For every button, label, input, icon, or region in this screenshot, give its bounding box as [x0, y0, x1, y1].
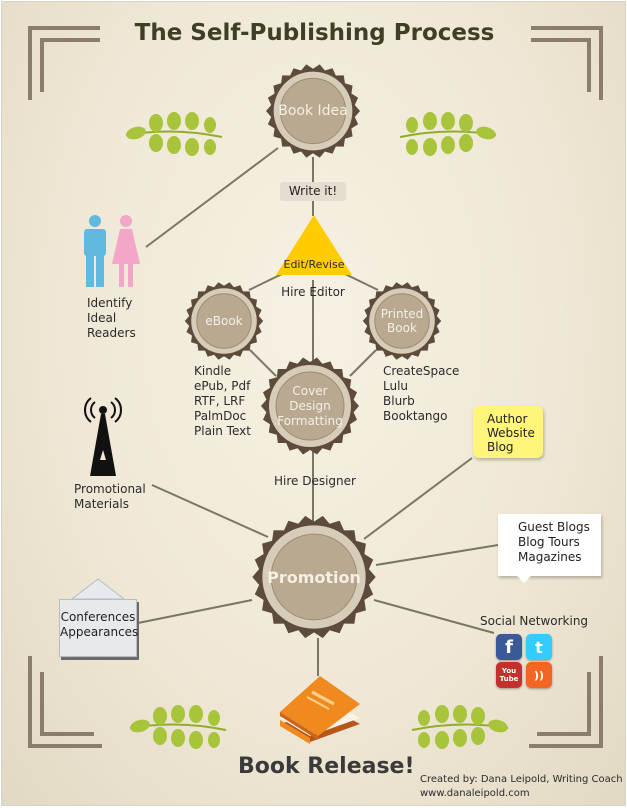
connector-ebook-cover: [249, 349, 277, 377]
node-book-idea-label: Book Idea: [278, 103, 348, 119]
corner-bracket-bottom-right: [529, 656, 603, 748]
broadcast-tower-icon: [84, 397, 122, 476]
credit-line: Created by: Dana Leipold, Writing Coach: [420, 774, 623, 785]
youtube-icon: You Tube: [496, 662, 522, 688]
leaf-sprig-top-left: [125, 112, 223, 156]
leaf-sprig-top-right: [399, 112, 497, 156]
corner-bracket-top-left: [28, 26, 100, 100]
connector-edit-printed: [342, 272, 379, 291]
hire-editor-label: Hire Editor: [281, 285, 345, 299]
book-release-title: Book Release!: [238, 754, 415, 779]
author-website-note: Author Website Blog: [473, 406, 543, 458]
badge-ebook: [184, 282, 264, 360]
rss-icon: )): [526, 662, 552, 688]
badge-book-idea: [266, 64, 360, 158]
guest-blogs-bubble-tail: [516, 575, 532, 583]
badge-cover-design: [261, 357, 359, 455]
book-icon: [280, 676, 360, 744]
badge-promotion: [252, 515, 376, 639]
corner-bracket-top-right: [531, 26, 603, 100]
page-title: The Self-Publishing Process: [134, 20, 495, 46]
conferences-sign-roof: [70, 578, 126, 600]
male-reader-icon: [84, 215, 106, 287]
node-printed-book-label: Printed Book: [380, 307, 424, 335]
ebook-formats-list: Kindle ePub, Pdf RTF, LRF PalmDoc Plain …: [194, 364, 251, 438]
connector-idea-readers: [145, 147, 279, 248]
corner-bracket-bottom-left: [28, 656, 102, 748]
connector-materials-promotion: [151, 484, 269, 538]
node-ebook-label: eBook: [205, 314, 243, 328]
edit-revise-label: Edit/Revise: [283, 258, 345, 271]
print-services-list: CreateSpace Lulu Blurb Booktango: [383, 364, 460, 423]
connector-conf-promotion: [137, 599, 253, 624]
guest-blogs-bubble: Guest Blogs Blog Tours Magazines: [498, 514, 601, 576]
promotional-materials-label: Promotional Materials: [74, 482, 146, 511]
badge-printed-book: [362, 282, 442, 360]
connector-printed-cover: [349, 349, 377, 377]
leaf-sprig-bottom-left: [129, 705, 227, 749]
connector-website-promotion: [363, 457, 473, 540]
write-it-tag: Write it!: [280, 182, 346, 201]
twitter-icon: t: [526, 634, 552, 660]
node-cover-design-label: Cover Design Formatting: [277, 383, 343, 428]
edit-revise-triangle: [276, 215, 352, 275]
website-url: www.danaleipold.com: [420, 788, 530, 799]
connector-social-promotion: [373, 599, 495, 634]
conferences-sign: Conferences Appearances: [59, 599, 138, 657]
leaf-sprig-bottom-right: [411, 705, 509, 749]
female-reader-icon: [112, 215, 140, 287]
facebook-icon: f: [496, 634, 522, 660]
connector-guest-promotion: [375, 544, 499, 566]
hire-designer-label: Hire Designer: [274, 474, 356, 488]
node-promotion-label: Promotion: [267, 567, 361, 587]
connector-edit-ebook: [248, 272, 285, 291]
identify-readers-label: Identify Ideal Readers: [87, 296, 136, 340]
social-networking-label: Social Networking: [480, 614, 589, 628]
